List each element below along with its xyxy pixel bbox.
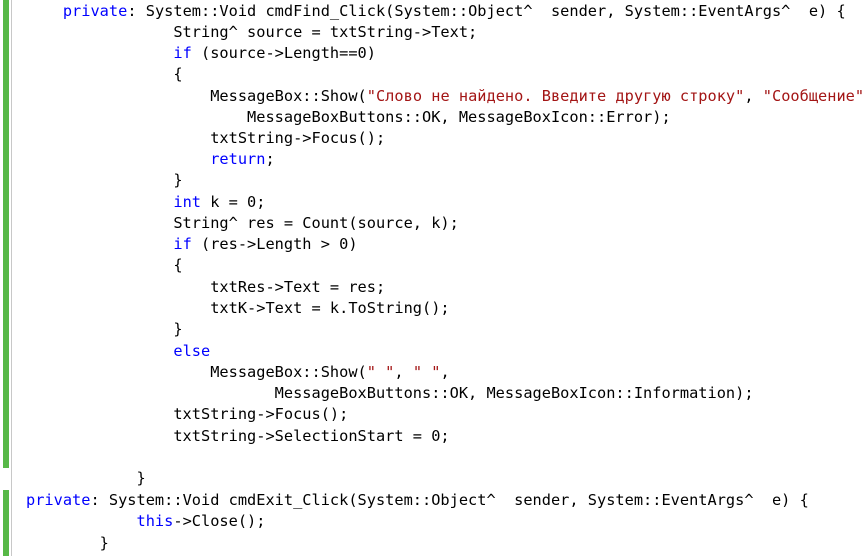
code-line[interactable]: if (res->Length > 0) xyxy=(26,234,358,255)
code-keyword: else xyxy=(173,342,211,360)
code-text: { xyxy=(26,256,183,274)
code-line[interactable]: this->Close(); xyxy=(26,511,266,532)
code-line[interactable]: MessageBox::Show("Слово не найдено. Введ… xyxy=(26,86,866,107)
code-text: , xyxy=(744,87,763,105)
code-text xyxy=(26,342,173,360)
code-line[interactable]: txtString->SelectionStart = 0; xyxy=(26,426,450,447)
code-line[interactable]: } xyxy=(26,319,183,340)
code-line[interactable]: String^ res = Count(source, k); xyxy=(26,213,459,234)
code-keyword: if xyxy=(173,235,192,253)
code-keyword: this xyxy=(136,512,174,530)
code-text: } xyxy=(26,171,183,189)
code-text: MessageBox::Show( xyxy=(26,363,367,381)
code-keyword: private xyxy=(26,491,91,509)
code-keyword: if xyxy=(173,44,192,62)
code-text: } xyxy=(26,534,109,552)
code-text: String^ res = Count(source, k); xyxy=(26,214,459,232)
code-text: } xyxy=(26,320,183,338)
code-text xyxy=(26,193,173,211)
code-text: , xyxy=(394,363,413,381)
code-string: "Слово не найдено. Введите другую строку… xyxy=(366,87,745,105)
code-line[interactable]: private: System::Void cmdFind_Click(Syst… xyxy=(26,1,846,22)
code-line[interactable]: } xyxy=(26,533,109,554)
code-text: ; xyxy=(265,150,275,168)
code-text: txtString->SelectionStart = 0; xyxy=(26,427,450,445)
code-text: MessageBoxButtons::OK, MessageBoxIcon::E… xyxy=(26,108,671,126)
code-line[interactable]: txtString->Focus(); xyxy=(26,128,385,149)
code-text: txtK->Text = k.ToString(); xyxy=(26,299,450,317)
change-marker-block-1 xyxy=(3,0,9,468)
code-line[interactable]: { xyxy=(26,64,183,85)
code-line[interactable]: else xyxy=(26,341,210,362)
code-text: (res->Length > 0) xyxy=(191,235,358,253)
code-text xyxy=(26,512,137,530)
code-line[interactable]: if (source->Length==0) xyxy=(26,43,376,64)
change-marker-block-2 xyxy=(3,490,9,556)
code-text xyxy=(26,235,173,253)
code-keyword: int xyxy=(173,193,201,211)
code-text: txtRes->Text = res; xyxy=(26,278,386,296)
code-line[interactable]: private: System::Void cmdExit_Click(Syst… xyxy=(26,490,809,511)
code-text xyxy=(26,2,63,20)
code-text: : System::Void cmdExit_Click(System::Obj… xyxy=(90,491,809,509)
code-line[interactable]: txtK->Text = k.ToString(); xyxy=(26,298,450,319)
code-text: k = 0; xyxy=(201,193,266,211)
code-text: ->Close(); xyxy=(173,512,266,530)
code-keyword: private xyxy=(62,2,128,20)
code-text: txtString->Focus(); xyxy=(26,405,349,423)
code-line[interactable]: MessageBox::Show(" ", " ", xyxy=(26,362,450,383)
code-line[interactable]: MessageBoxButtons::OK, MessageBoxIcon::E… xyxy=(26,107,671,128)
code-text: MessageBox::Show( xyxy=(26,87,367,105)
gutter-divider xyxy=(11,0,12,556)
code-text: } xyxy=(26,469,146,487)
code-text: MessageBoxButtons::OK, MessageBoxIcon::I… xyxy=(26,384,754,402)
code-line[interactable]: int k = 0; xyxy=(26,192,265,213)
code-line[interactable]: MessageBoxButtons::OK, MessageBoxIcon::I… xyxy=(26,383,754,404)
code-text: (source->Length==0) xyxy=(191,44,376,62)
code-text: txtString->Focus(); xyxy=(26,129,386,147)
code-keyword: return xyxy=(210,150,266,168)
code-string: " " xyxy=(412,363,441,381)
code-text xyxy=(26,150,210,168)
code-text: { xyxy=(26,65,183,83)
code-line[interactable]: } xyxy=(26,170,183,191)
code-text: , xyxy=(440,363,450,381)
code-text: : System::Void cmdFind_Click(System::Obj… xyxy=(127,2,846,20)
code-string: " " xyxy=(366,363,395,381)
code-string: "Сообщение" xyxy=(762,87,865,105)
code-line[interactable]: } xyxy=(26,468,146,489)
code-text xyxy=(26,44,173,62)
code-line[interactable]: String^ source = txtString->Text; xyxy=(26,22,477,43)
code-line[interactable]: txtString->Focus(); xyxy=(26,404,348,425)
code-text: String^ source = txtString->Text; xyxy=(26,23,478,41)
code-line[interactable]: return; xyxy=(26,149,275,170)
code-line[interactable]: { xyxy=(26,255,183,276)
code-line[interactable]: txtRes->Text = res; xyxy=(26,277,385,298)
code-text: , xyxy=(864,87,866,105)
